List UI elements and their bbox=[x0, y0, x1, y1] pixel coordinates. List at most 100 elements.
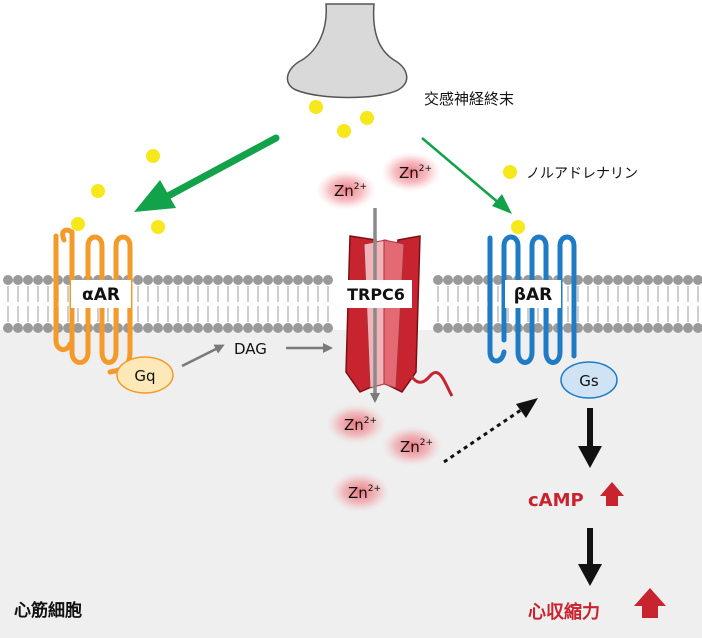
camp-label: cAMP bbox=[528, 490, 584, 511]
trpc6-label-box bbox=[340, 280, 412, 308]
lipid-head bbox=[623, 275, 633, 285]
lipid-head bbox=[183, 275, 193, 285]
dag-label: DAG bbox=[234, 340, 267, 358]
noradrenaline-dot bbox=[337, 124, 351, 138]
noradrenaline-dot bbox=[146, 149, 160, 163]
lipid-head bbox=[243, 323, 253, 333]
arrow-camp-to-contraction bbox=[578, 528, 602, 586]
lipid-head bbox=[213, 323, 223, 333]
arrow-gq-to-dag bbox=[181, 344, 225, 368]
noradrenaline-dot bbox=[511, 220, 525, 234]
noradrenaline-dot bbox=[360, 111, 374, 125]
lipid-head bbox=[233, 275, 243, 285]
trpc6-channel bbox=[345, 235, 454, 397]
lipid-head bbox=[283, 275, 293, 285]
lipid-head bbox=[473, 323, 483, 333]
zinc-ion: Zn2+ bbox=[326, 404, 386, 444]
lipid-head bbox=[693, 275, 702, 285]
lipid-head bbox=[263, 323, 273, 333]
camp-up-arrow-icon bbox=[600, 482, 624, 506]
gq-protein bbox=[116, 356, 174, 394]
lipid-head bbox=[493, 323, 503, 333]
lipid-head bbox=[143, 323, 153, 333]
beta-receptor-label: βAR bbox=[514, 285, 552, 305]
lipid-head bbox=[243, 275, 253, 285]
noradrenaline-dot bbox=[71, 217, 85, 231]
lipid-head bbox=[663, 323, 673, 333]
lipid-head bbox=[23, 275, 33, 285]
lipid-head bbox=[293, 323, 303, 333]
lipid-head bbox=[273, 323, 283, 333]
lipid-head bbox=[463, 323, 473, 333]
alpha-receptor-label: αAR bbox=[82, 285, 120, 305]
lipid-head bbox=[233, 323, 243, 333]
lipid-head bbox=[603, 275, 613, 285]
noradrenaline-dot bbox=[309, 100, 323, 114]
lipid-head bbox=[323, 323, 333, 333]
lipid-head bbox=[223, 275, 233, 285]
lipid-head bbox=[153, 275, 163, 285]
lipid-head bbox=[263, 275, 273, 285]
lipid-head bbox=[683, 275, 693, 285]
lipid-head bbox=[663, 275, 673, 285]
lipid-head bbox=[43, 275, 53, 285]
lipid-head bbox=[313, 275, 323, 285]
lipid-head bbox=[323, 275, 333, 285]
lipid-head bbox=[193, 275, 203, 285]
lipid-head bbox=[183, 323, 193, 333]
zinc-ion: Zn2+ bbox=[382, 426, 442, 466]
lipid-head bbox=[643, 275, 653, 285]
lipid-head bbox=[633, 275, 643, 285]
trpc6-label: TRPC6 bbox=[347, 285, 405, 304]
lipid-head bbox=[203, 323, 213, 333]
cell-label: 心筋細胞 bbox=[14, 600, 82, 621]
lipid-head bbox=[443, 275, 453, 285]
zinc-charge: 2+ bbox=[364, 416, 377, 426]
lipid-head bbox=[253, 323, 263, 333]
lipid-head bbox=[43, 323, 53, 333]
lipid-head bbox=[493, 275, 503, 285]
lipid-head bbox=[13, 323, 23, 333]
noradrenaline-label: ノルアドレナリン bbox=[526, 166, 638, 182]
lipid-head bbox=[653, 323, 663, 333]
lipid-head bbox=[303, 323, 313, 333]
lipid-head bbox=[533, 323, 543, 333]
lipid-head bbox=[133, 323, 143, 333]
gq-label: Gq bbox=[134, 367, 155, 385]
lipid-head bbox=[303, 275, 313, 285]
lipid-head bbox=[253, 275, 263, 285]
lipid-head bbox=[563, 323, 573, 333]
lipid-head bbox=[433, 323, 443, 333]
lipid-head bbox=[283, 323, 293, 333]
lipid-head bbox=[173, 275, 183, 285]
lipid-head bbox=[193, 323, 203, 333]
noradrenaline-dots bbox=[71, 100, 525, 234]
beta-receptor bbox=[487, 234, 577, 365]
lipid-head bbox=[163, 323, 173, 333]
zinc-ion: Zn2+ bbox=[330, 472, 390, 512]
lipid-head bbox=[33, 275, 43, 285]
zinc-charge: 2+ bbox=[354, 182, 367, 192]
green-arrow-to-alpha bbox=[134, 134, 280, 212]
lipid-head bbox=[3, 323, 13, 333]
beta-receptor-label-box bbox=[505, 280, 561, 308]
green-arrow-to-beta bbox=[421, 137, 512, 214]
lipid-head bbox=[673, 323, 683, 333]
lipid-head bbox=[583, 275, 593, 285]
lipid-head bbox=[163, 275, 173, 285]
lipid-head bbox=[473, 275, 483, 285]
lipid-head bbox=[313, 323, 323, 333]
lipid-head bbox=[223, 323, 233, 333]
contraction-up-arrow-icon bbox=[634, 588, 666, 618]
lipid-head bbox=[683, 323, 693, 333]
lipid-head bbox=[433, 275, 443, 285]
zinc-charge: 2+ bbox=[419, 164, 432, 174]
lipid-head bbox=[13, 275, 23, 285]
lipid-head bbox=[453, 323, 463, 333]
lipid-head bbox=[623, 323, 633, 333]
noradrenaline-legend-dot bbox=[503, 165, 517, 179]
lipid-head bbox=[593, 323, 603, 333]
dotted-arrow-zn-to-gs bbox=[443, 406, 525, 464]
lipid-head bbox=[33, 323, 43, 333]
